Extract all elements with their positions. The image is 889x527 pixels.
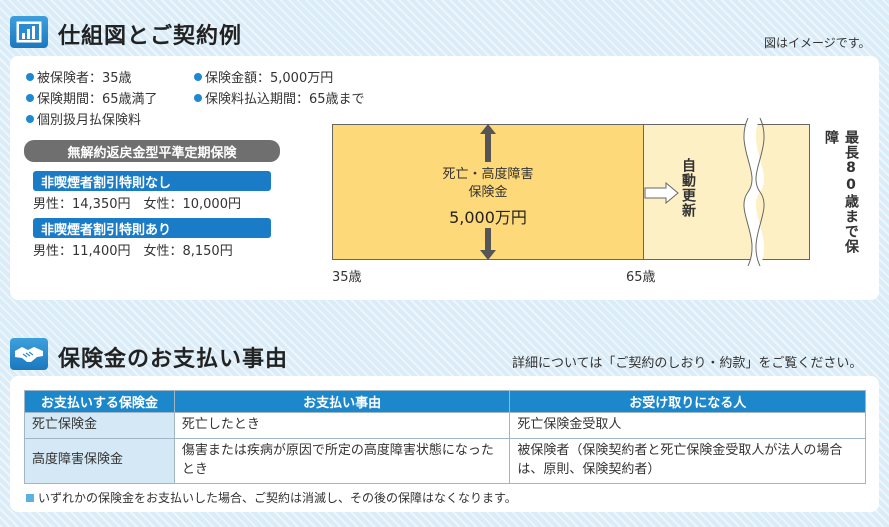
- arrow-up-icon: [480, 124, 496, 162]
- list-item: 保険期間：65歳満了: [26, 88, 158, 107]
- column-header: お支払い事由: [173, 390, 511, 413]
- list-item: 保険料払込期間：65歳まで: [194, 88, 365, 107]
- coverage-amount: 5,000万円: [449, 208, 527, 227]
- table-cell: 被保険者（保険契約者と死亡保険金受取人が法人の場合は、原則、保険契約者）: [509, 437, 866, 484]
- footnote: いずれかの保険金をお支払いした場合、ご契約は消滅し、その後の保障はなくなります。: [26, 489, 517, 506]
- list-item: 被保険者：35歳: [26, 67, 132, 86]
- start-age-label: 35歳: [332, 270, 362, 285]
- list-item: 個別扱月払保険料: [26, 109, 141, 128]
- column-header: お支払いする保険金: [24, 390, 175, 413]
- table-header-row: お支払いする保険金 お支払い事由 お受け取りになる人: [24, 390, 866, 413]
- coverage-label: 死亡・高度障害 保険金: [442, 167, 534, 200]
- table-row: 死亡保険金 死亡したとき 死亡保険金受取人: [24, 412, 866, 439]
- table-cell: 死亡保険金: [24, 412, 175, 439]
- bar-chart-icon: [10, 16, 48, 48]
- list-item: 保険金額：5,000万円: [194, 67, 333, 86]
- square-bullet-icon: [26, 493, 34, 502]
- arrow-right-icon: [644, 182, 679, 204]
- plan-label-discount: 非喫煙者割引特則あり: [33, 218, 271, 238]
- table-row: 高度障害保険金 傷害または疾病が原因で所定の高度障害状態になったとき 被保険者（…: [24, 437, 866, 484]
- plan-label-no-discount: 非喫煙者割引特則なし: [33, 171, 271, 191]
- auto-renewal-label: 自動更新: [680, 158, 696, 218]
- section-title-mechanism: 仕組図とご契約例: [58, 24, 243, 49]
- table-cell: 高度障害保険金: [24, 437, 175, 484]
- table-cell: 傷害または疾病が原因で所定の高度障害状態になったとき: [173, 437, 511, 484]
- payment-table: お支払いする保険金 お支払い事由 お受け取りになる人 死亡保険金 死亡したとき …: [24, 390, 866, 484]
- section-title-payment-reasons: 保険金のお支払い事由: [58, 347, 289, 372]
- table-cell: 死亡したとき: [173, 412, 511, 439]
- plan-price-discount: 男性：11,400円 女性：8,150円: [33, 244, 233, 259]
- table-cell: 死亡保険金受取人: [509, 412, 866, 439]
- max-coverage-label: 最長80歳まで保障: [823, 130, 859, 254]
- details-note: 詳細については「ご契約のしおり・約款」をご覧ください。: [512, 356, 863, 371]
- image-note: 図はイメージです。: [764, 36, 871, 50]
- handshake-icon: [10, 338, 48, 370]
- break-wave-icon: [743, 118, 765, 266]
- column-header: お受け取りになる人: [509, 390, 866, 413]
- plan-price-no-discount: 男性：14,350円 女性：10,000円: [33, 197, 241, 212]
- end-age-label: 65歳: [626, 270, 656, 285]
- arrow-down-icon: [480, 228, 496, 260]
- product-badge: 無解約返戻金型平準定期保険: [24, 140, 280, 162]
